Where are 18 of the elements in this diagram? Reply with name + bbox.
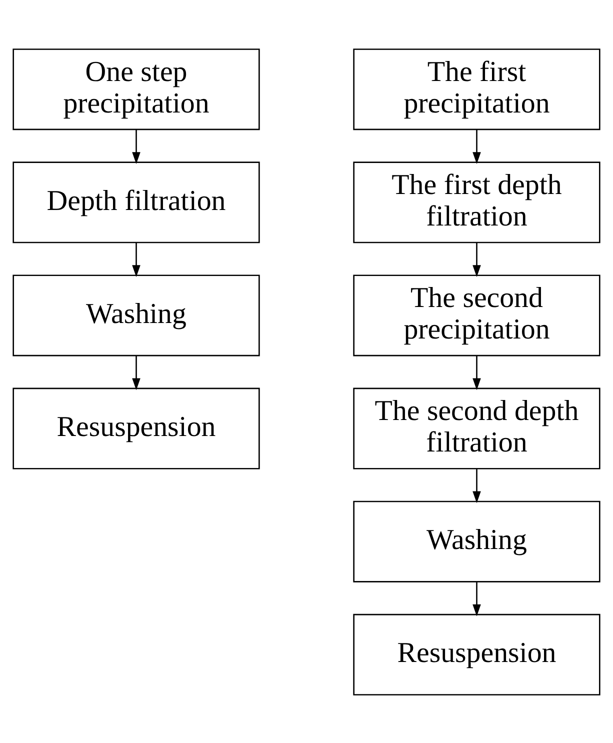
node-box: Washing	[12, 274, 260, 356]
node-box: The first depth filtration	[353, 161, 600, 243]
node-box: One step precipitation	[12, 48, 260, 130]
arrow	[132, 129, 140, 164]
arrow	[472, 242, 481, 277]
arrow	[472, 582, 481, 616]
arrow	[472, 468, 481, 503]
node-box: The second depth filtration	[353, 387, 600, 469]
node-box: The second precipitation	[353, 274, 600, 356]
node-box: The first precipitation	[353, 48, 600, 130]
node-box: Washing	[353, 500, 600, 582]
arrow	[472, 129, 481, 164]
arrow	[132, 242, 140, 277]
arrow	[472, 356, 481, 390]
node-box: Depth filtration	[12, 161, 260, 243]
node-box: Resuspension	[12, 387, 260, 469]
arrow	[132, 356, 140, 390]
node-box: Resuspension	[353, 613, 600, 695]
